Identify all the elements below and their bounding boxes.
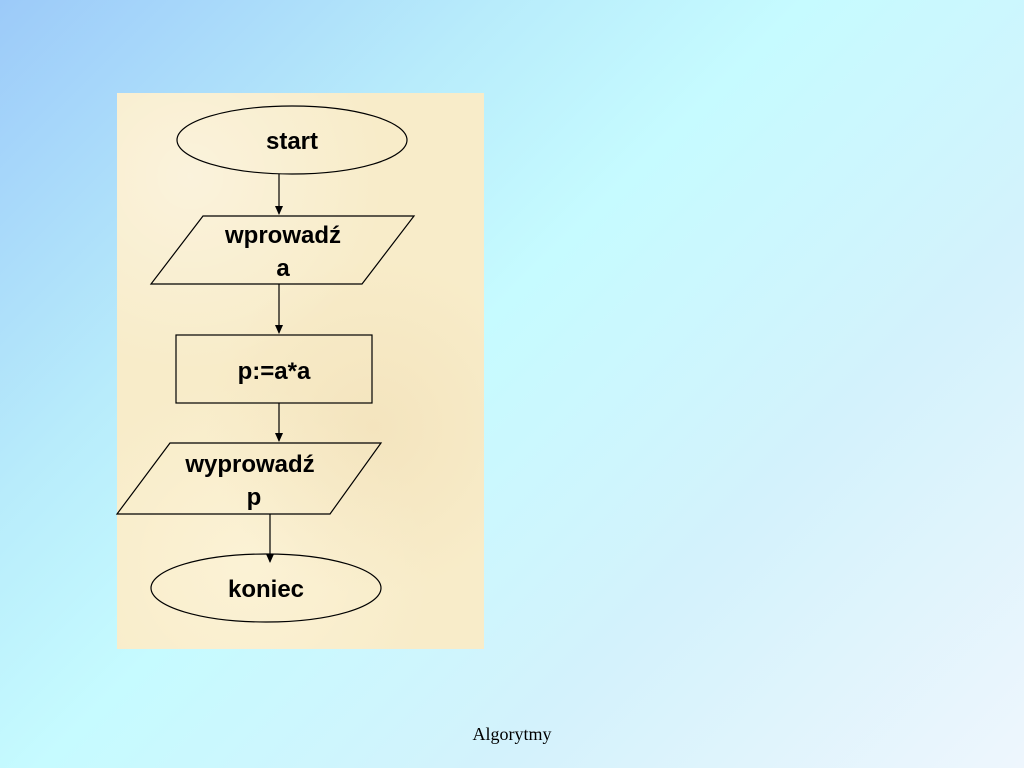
process-label: p:=a*a: [238, 358, 311, 385]
process-box: [175, 334, 373, 404]
input-label-line1: wprowadź: [224, 222, 341, 249]
output-parallelogram: [115, 442, 383, 515]
footer-title: Algorytmy: [472, 724, 552, 744]
input-label-line2: a: [276, 255, 290, 282]
end-terminator: [150, 553, 382, 623]
output-label-line1: wyprowadź: [184, 451, 314, 478]
input-parallelogram: [149, 215, 416, 285]
start-terminator: [176, 105, 408, 175]
start-label: start: [266, 128, 318, 155]
end-label: koniec: [228, 576, 304, 603]
flowchart-panel: [117, 93, 484, 649]
output-label-line2: p: [247, 484, 262, 511]
